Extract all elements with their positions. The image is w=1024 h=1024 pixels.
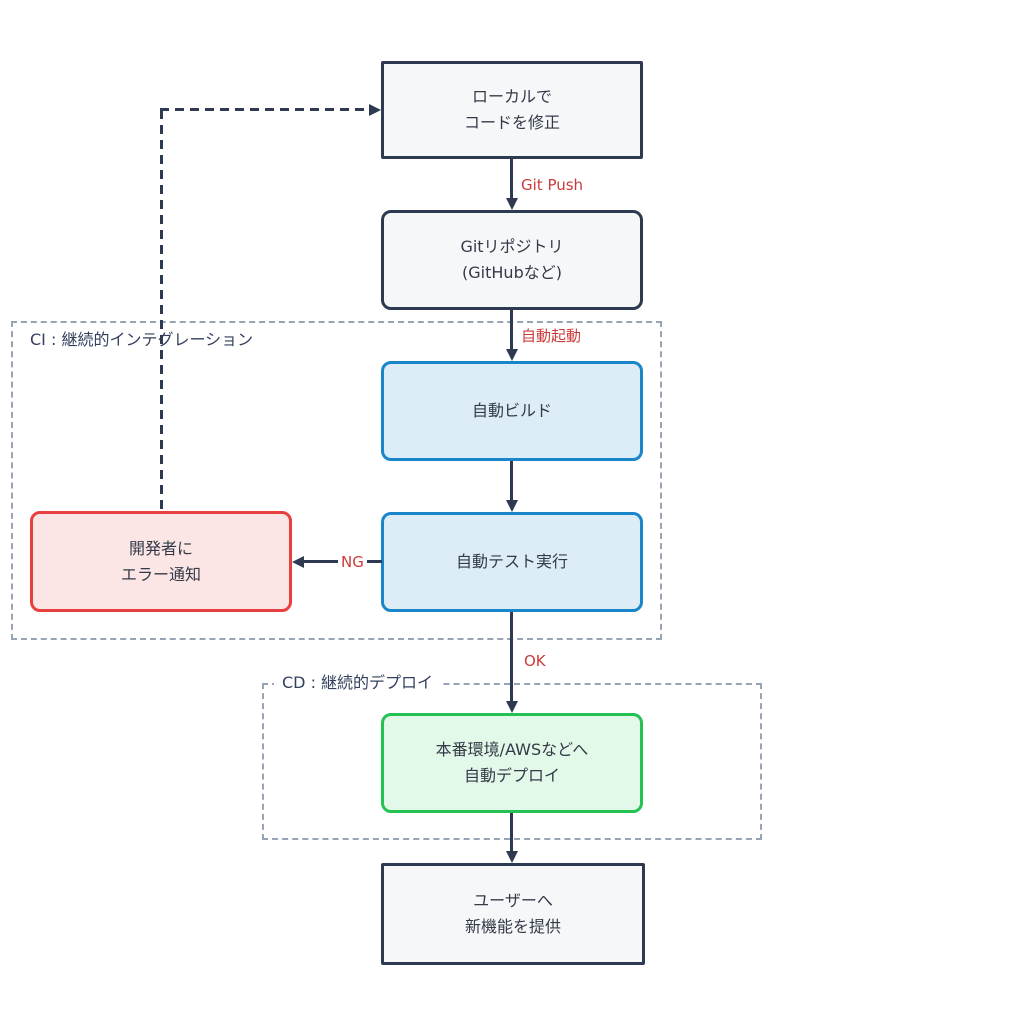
edge-label-git-push: Git Push: [518, 176, 587, 194]
edge-deploy-to-user: [510, 813, 513, 853]
node-local-code-edit: ローカルで コードを修正: [381, 61, 643, 159]
node-git-repository: Gitリポジトリ (GitHubなど): [381, 210, 643, 310]
node-auto-build: 自動ビルド: [381, 361, 643, 461]
node-deploy-line1: 本番環境/AWSなどへ: [435, 740, 589, 760]
arrowhead-down-test: [506, 500, 518, 512]
arrowhead-down-git: [506, 198, 518, 210]
node-error-line2: エラー通知: [120, 564, 201, 584]
edge-local-to-git: [510, 159, 513, 200]
edge-label-ok: OK: [521, 652, 549, 670]
arrowhead-right-local: [369, 104, 381, 116]
edge-label-auto-start: 自動起動: [518, 327, 585, 345]
cd-container-label: CD : 継続的デプロイ: [274, 673, 442, 693]
edge-feedback-vertical: [160, 110, 163, 511]
node-local-line2: コードを修正: [463, 113, 560, 132]
ci-container-label: CI : 継続的インテグレーション: [30, 330, 254, 349]
arrowhead-down-user: [506, 851, 518, 863]
node-local-line1: ローカルで: [471, 87, 552, 107]
node-git-line2: (GitHubなど): [462, 263, 562, 282]
arrowhead-down-build: [506, 349, 518, 361]
edge-test-to-deploy: [510, 612, 513, 703]
node-user-line2: 新機能を提供: [464, 917, 561, 936]
edge-feedback-horizontal: [160, 108, 370, 111]
node-deploy-line2: 自動デプロイ: [463, 766, 560, 785]
node-user-release: ユーザーへ 新機能を提供: [381, 863, 645, 965]
arrowhead-down-deploy: [506, 701, 518, 713]
node-auto-deploy: 本番環境/AWSなどへ 自動デプロイ: [381, 713, 643, 813]
edge-build-to-test: [510, 461, 513, 502]
node-user-line1: ユーザーへ: [473, 891, 553, 911]
node-error-notification: 開発者に エラー通知: [30, 511, 292, 612]
arrowhead-left-error: [292, 556, 304, 568]
edge-label-ng: NG: [338, 553, 367, 571]
node-test-label: 自動テスト実行: [455, 552, 568, 572]
ci-container: [11, 321, 662, 640]
node-git-line1: Gitリポジトリ: [460, 237, 564, 257]
node-build-label: 自動ビルド: [471, 401, 552, 421]
edge-git-to-build: [510, 310, 513, 351]
node-error-line1: 開発者に: [128, 538, 193, 558]
node-auto-test: 自動テスト実行: [381, 512, 643, 612]
